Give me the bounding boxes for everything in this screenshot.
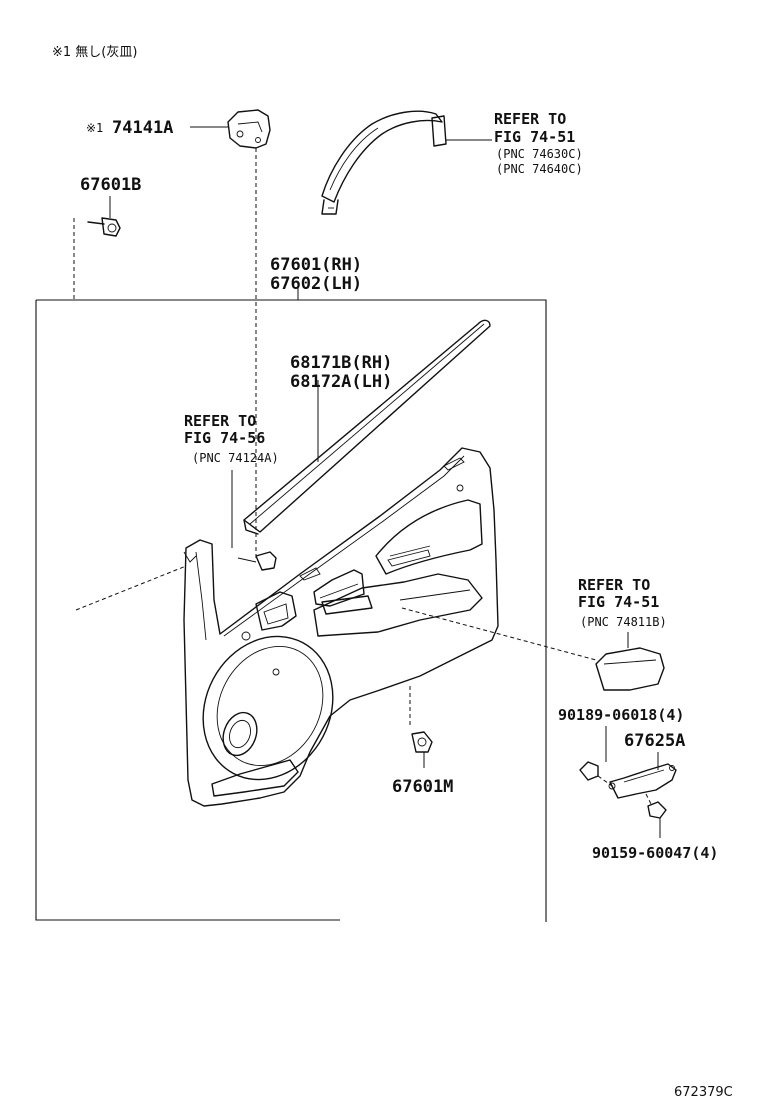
header-note: ※1 無し(灰皿) — [52, 45, 137, 60]
dashed-guide-ashtray — [401, 607, 597, 661]
assembly-frame — [35, 288, 547, 922]
refer-block-inner-handle: REFER TO FIG 74-56 (PNC 74124A) — [184, 412, 279, 465]
screw-67601b — [87, 196, 121, 237]
refer-handle-line3: (PNC 74124A) — [192, 451, 279, 465]
label-68172a-lh: 68172A(LH) — [290, 372, 392, 392]
refer-handle-line1: REFER TO — [184, 412, 256, 430]
label-67625a: 67625A — [624, 731, 685, 751]
label-67601b: 67601B — [80, 175, 141, 195]
figure-id: 672379C — [674, 1085, 733, 1100]
refer-block-ashtray: REFER TO FIG 74-51 (PNC 74811B) — [578, 576, 667, 629]
nut-90189 — [579, 726, 607, 781]
weatherstrip — [243, 319, 491, 535]
clip-74141a — [190, 109, 271, 149]
label-74141a: 74141A — [112, 118, 173, 138]
refer-grip-line1: REFER TO — [494, 110, 566, 128]
refer-ashtray-line1: REFER TO — [578, 576, 650, 594]
label-67601m: 67601M — [392, 777, 453, 797]
dashed-guide-left — [75, 565, 187, 611]
label-74141a-mark: ※1 — [86, 121, 103, 135]
refer-handle-line2: FIG 74-56 — [184, 429, 265, 447]
refer-block-grip: REFER TO FIG 74-51 (PNC 74630C) (PNC 746… — [494, 110, 583, 176]
bracket-67625a — [597, 752, 677, 799]
label-90159: 90159-60047(4) — [592, 844, 718, 862]
ashtray-cover — [595, 632, 665, 691]
refer-grip-line3: (PNC 74630C) — [496, 147, 583, 161]
label-90189: 90189-06018(4) — [558, 706, 684, 724]
door-trim-panel — [183, 447, 499, 807]
refer-ashtray-line2: FIG 74-51 — [578, 593, 659, 611]
screw-90159 — [645, 793, 667, 838]
label-67601-rh: 67601(RH) — [270, 255, 362, 275]
refer-grip-line2: FIG 74-51 — [494, 128, 575, 146]
refer-grip-line4: (PNC 74640C) — [496, 162, 583, 176]
label-67602-lh: 67602(LH) — [270, 274, 362, 294]
label-68171b-rh: 68171B(RH) — [290, 353, 392, 373]
refer-ashtray-line3: (PNC 74811B) — [580, 615, 667, 629]
assist-grip — [321, 110, 492, 215]
handle-cover-piece — [237, 551, 277, 571]
clip-67601m — [411, 731, 433, 768]
